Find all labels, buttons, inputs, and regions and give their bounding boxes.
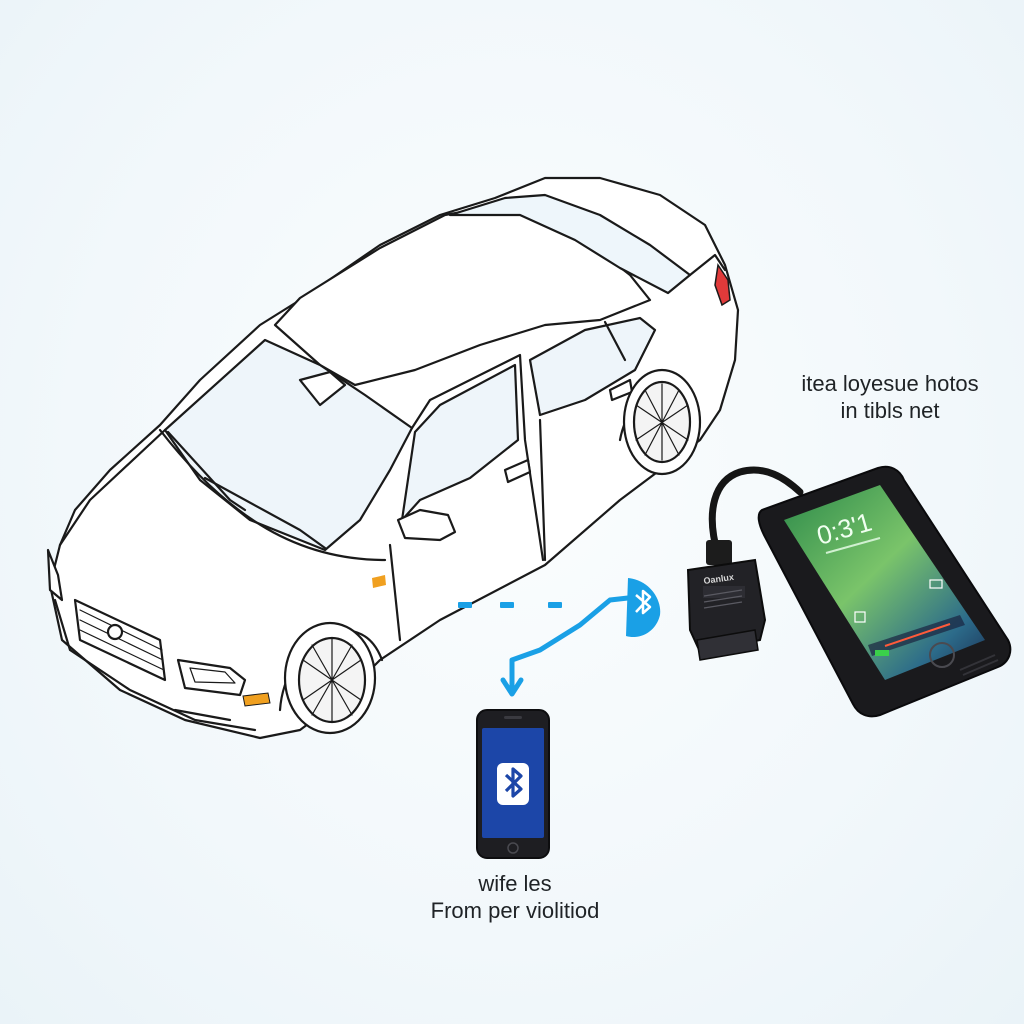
rear-side-window (528, 316, 657, 417)
smartphone (476, 709, 550, 859)
connection-dashes (458, 602, 562, 608)
tail-light (714, 262, 731, 307)
bluetooth-icon (626, 578, 661, 638)
side-indicator (372, 575, 386, 588)
car-illustration (46, 176, 740, 740)
adapter-label: Oanlux (703, 572, 735, 586)
car-roof (273, 203, 652, 387)
caption-bottom-line1: wife les (478, 871, 552, 896)
side-mirror (396, 508, 457, 542)
front-indicator (242, 692, 271, 707)
obd-cable (708, 466, 804, 559)
obd-adapter: Oanlux (686, 540, 767, 661)
connection-arrow (500, 595, 631, 697)
scanner-phone: 0:3'1 (757, 465, 1012, 718)
caption-right-line1: itea loyesue hotos (801, 371, 979, 396)
front-wheel (283, 621, 377, 735)
caption-bottom-line2: From per violitiod (430, 898, 600, 923)
rear-wheel (622, 368, 702, 476)
caption-bottom: wife les From per violitiod (400, 870, 630, 924)
headlight-left (46, 548, 64, 602)
bluetooth-icon (497, 763, 529, 805)
caption-right-line2: in tibls net (840, 398, 940, 423)
grille (73, 598, 167, 682)
caption-right: itea loyesue hotos in tibls net (770, 370, 1010, 424)
